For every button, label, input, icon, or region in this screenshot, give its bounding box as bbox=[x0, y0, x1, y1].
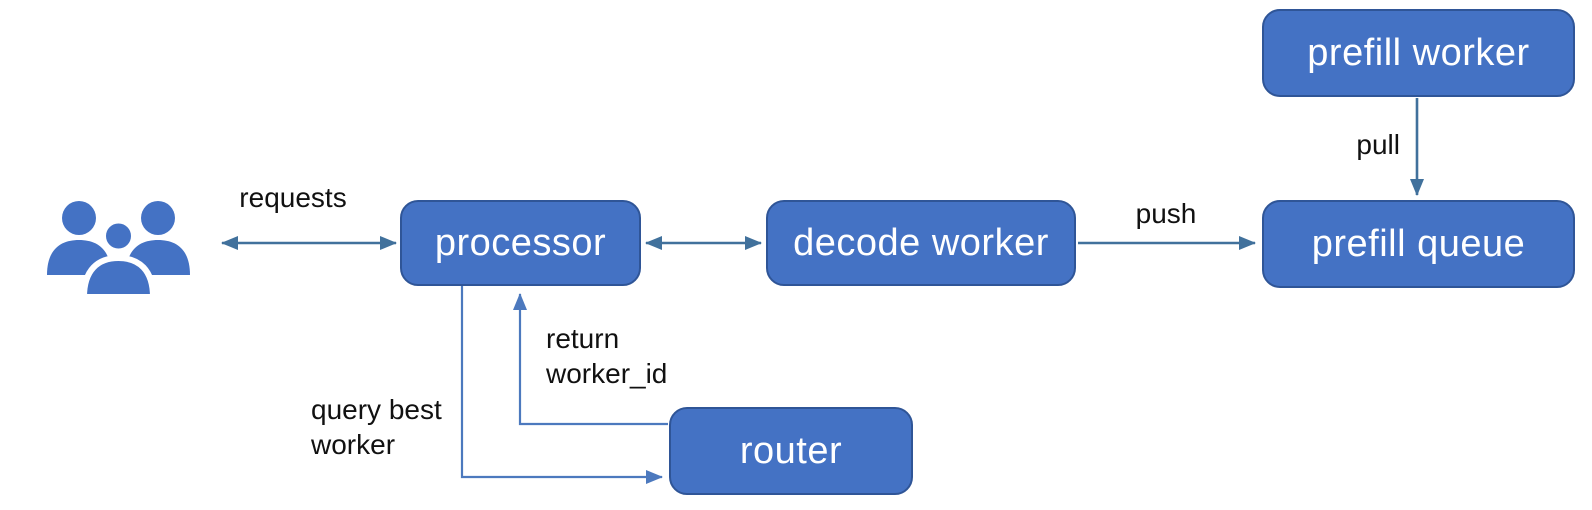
edge-label-requests: requests bbox=[239, 182, 347, 213]
edge-return-worker-id-arrow bbox=[513, 293, 668, 426]
node-decode-worker: decode worker bbox=[766, 200, 1076, 286]
edge-label-push: push bbox=[1135, 198, 1197, 229]
edge-label-return-worker-id: return worker_id bbox=[546, 323, 668, 389]
edge-query-best-worker-arrow bbox=[460, 286, 663, 484]
users-group-icon bbox=[42, 193, 195, 300]
node-router-label: router bbox=[739, 429, 843, 472]
users-group-icon-svg bbox=[47, 201, 190, 300]
node-processor: processor bbox=[400, 200, 641, 286]
edge-label-query-best-worker: query best worker bbox=[311, 394, 442, 460]
node-router: router bbox=[669, 407, 913, 495]
node-prefill-worker: prefill worker bbox=[1262, 9, 1575, 97]
node-prefill-queue: prefill queue bbox=[1262, 200, 1575, 288]
node-processor-label: processor bbox=[434, 221, 607, 264]
edge-label-pull: pull bbox=[1356, 129, 1400, 160]
node-prefill-worker-label: prefill worker bbox=[1307, 31, 1530, 74]
node-decode-worker-label: decode worker bbox=[793, 221, 1049, 264]
node-prefill-queue-label: prefill queue bbox=[1311, 222, 1526, 265]
